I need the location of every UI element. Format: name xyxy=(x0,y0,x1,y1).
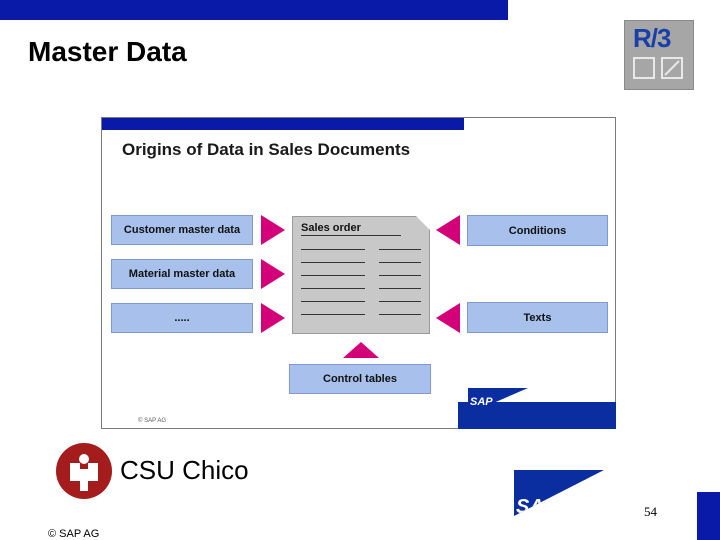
sales-order-document: Sales order xyxy=(292,216,430,334)
org-name: CSU Chico xyxy=(120,455,249,485)
arrow-right-icon xyxy=(261,303,285,333)
sales-order-title: Sales order xyxy=(301,222,361,234)
arrow-left-icon xyxy=(436,303,460,333)
slide-top-bar xyxy=(102,118,464,130)
document-line xyxy=(301,249,365,250)
customer-master-data-box: Customer master data xyxy=(111,215,253,245)
document-line xyxy=(379,262,421,263)
copyright-notice: © SAP AG xyxy=(48,528,99,540)
bottom-right-bar xyxy=(697,492,720,540)
r3-logo-text: R/3 xyxy=(633,23,671,53)
arrow-left-icon xyxy=(436,215,460,245)
slide-title: Origins of Data in Sales Documents xyxy=(122,140,411,159)
r3-logo-slash-square-icon xyxy=(661,57,683,79)
page-fold-icon xyxy=(416,216,430,230)
top-banner-bar xyxy=(0,0,508,20)
page-number: 54 xyxy=(644,504,657,519)
ellipsis-box: ..... xyxy=(111,303,253,333)
document-line xyxy=(301,262,365,263)
copyright-text: SAP AG xyxy=(59,528,100,540)
document-line xyxy=(379,301,421,302)
r3-logo: R/3 xyxy=(624,20,694,90)
page-title: Master Data xyxy=(28,36,187,67)
document-line xyxy=(301,275,365,276)
copyright-icon: © xyxy=(48,528,57,540)
document-line xyxy=(379,249,421,250)
slide-footer-text: SAP AG xyxy=(144,418,166,424)
document-line xyxy=(379,288,421,289)
embedded-slide: Origins of Data in Sales Documents Custo… xyxy=(101,117,616,429)
r3-logo-square-icon xyxy=(633,57,655,79)
document-line xyxy=(379,314,421,315)
document-line xyxy=(301,235,401,236)
sap-logo-text: SAP xyxy=(470,396,493,408)
arrow-right-icon xyxy=(261,215,285,245)
control-tables-box: Control tables xyxy=(289,364,431,394)
sap-logo: SAP xyxy=(514,470,604,516)
document-line xyxy=(301,288,365,289)
csu-logo-icon xyxy=(56,443,112,499)
document-line xyxy=(301,314,365,315)
document-line xyxy=(379,275,421,276)
sap-logo-text: SAP xyxy=(516,496,558,518)
arrow-up-icon xyxy=(343,342,379,358)
conditions-box: Conditions xyxy=(467,215,608,246)
slide-footer: © SAP AG xyxy=(138,418,166,424)
document-line xyxy=(301,301,365,302)
texts-box: Texts xyxy=(467,302,608,333)
copyright-icon: © xyxy=(138,418,143,424)
material-master-data-box: Material master data xyxy=(111,259,253,289)
arrow-right-icon xyxy=(261,259,285,289)
